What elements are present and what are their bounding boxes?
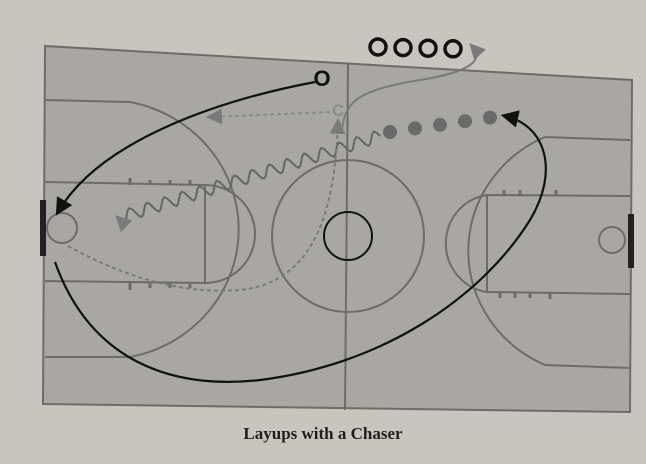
waiting-player bbox=[393, 37, 413, 58]
ball-player bbox=[483, 110, 497, 125]
player-cut-path bbox=[55, 80, 316, 216]
court bbox=[40, 44, 634, 414]
right-key-arc bbox=[444, 194, 488, 293]
chaser-to-line-path bbox=[341, 43, 487, 131]
waiting-player bbox=[443, 39, 463, 59]
half-court-line bbox=[344, 63, 349, 411]
left-lane bbox=[44, 181, 206, 285]
left-key-arc bbox=[204, 184, 256, 284]
diagram-caption: Layups with a Chaser bbox=[243, 424, 403, 443]
right-three-point-line bbox=[467, 135, 631, 369]
court-boundary bbox=[41, 44, 634, 414]
players: O C bbox=[313, 37, 497, 139]
chaser-dashed-path bbox=[206, 108, 331, 125]
ball-player bbox=[458, 114, 472, 129]
left-three-point-line bbox=[44, 99, 240, 358]
right-basket bbox=[598, 226, 626, 254]
left-lane-hashes bbox=[128, 178, 192, 290]
center-circle-inner bbox=[323, 211, 373, 261]
paths bbox=[53, 43, 547, 383]
ball-player bbox=[383, 125, 397, 139]
ball-player bbox=[408, 121, 422, 136]
ball-line bbox=[383, 110, 497, 139]
waiting-player bbox=[368, 37, 388, 57]
waiting-players bbox=[368, 37, 463, 59]
center-circle-outer bbox=[271, 159, 425, 313]
ball-player bbox=[433, 117, 447, 132]
right-lane-hashes bbox=[498, 190, 558, 299]
chaser-label: C bbox=[332, 101, 344, 120]
shooter-player: O bbox=[313, 66, 330, 91]
player-return-path bbox=[53, 110, 547, 383]
waiting-player bbox=[418, 38, 438, 58]
right-lane bbox=[486, 193, 631, 295]
